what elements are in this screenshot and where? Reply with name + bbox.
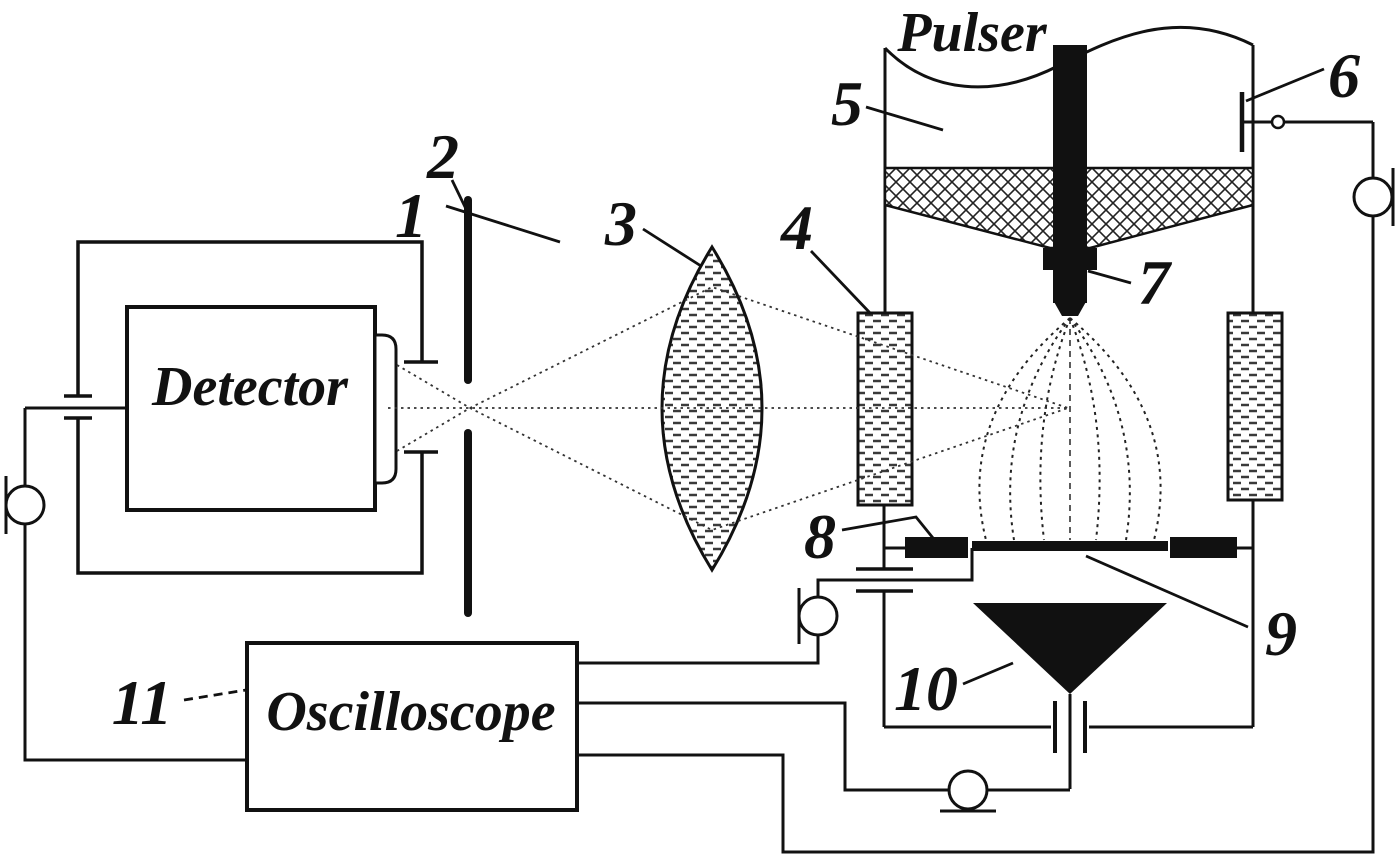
left-electrode [905,537,968,558]
leader-4 [809,250,873,315]
rod-electrode [1043,45,1097,316]
window-electrode-left [856,311,914,507]
coax-connector-icon [947,769,989,811]
leader-2 [450,179,469,212]
leader-10 [962,661,1014,686]
detector-snout [373,333,398,485]
capacitor-8 [856,505,913,727]
oscilloscope-wiring [245,548,1070,813]
coax-connector-icon [1352,176,1394,218]
detector-box [125,305,398,512]
grid-assembly [905,537,1253,558]
window-electrode-right [1226,311,1284,502]
plume-field-lines [978,317,1162,541]
coax-connector-icon [797,595,839,637]
coax-connector-icon [4,484,46,526]
leader-5 [865,105,944,132]
leader-1 [445,204,561,244]
leader-8 [841,515,935,539]
cone-collector [973,603,1167,789]
lens [660,244,764,573]
oscilloscope-box [245,641,579,812]
leader-7 [1087,269,1132,285]
leader-9 [1085,554,1249,629]
leader-3 [642,227,702,268]
leader-11 [183,688,247,702]
optical-beam-paths [388,286,1069,531]
feedthrough-node-icon [1270,114,1286,130]
bottom-capacitor-icon [1053,701,1087,753]
detector-signal-wiring [4,406,247,762]
right-electrode [1170,537,1237,558]
callout-leaders [183,67,1325,702]
probe-6-circuit [577,92,1395,854]
shield-box [64,240,438,575]
grid-plate [972,541,1168,551]
leader-6 [1245,67,1325,103]
